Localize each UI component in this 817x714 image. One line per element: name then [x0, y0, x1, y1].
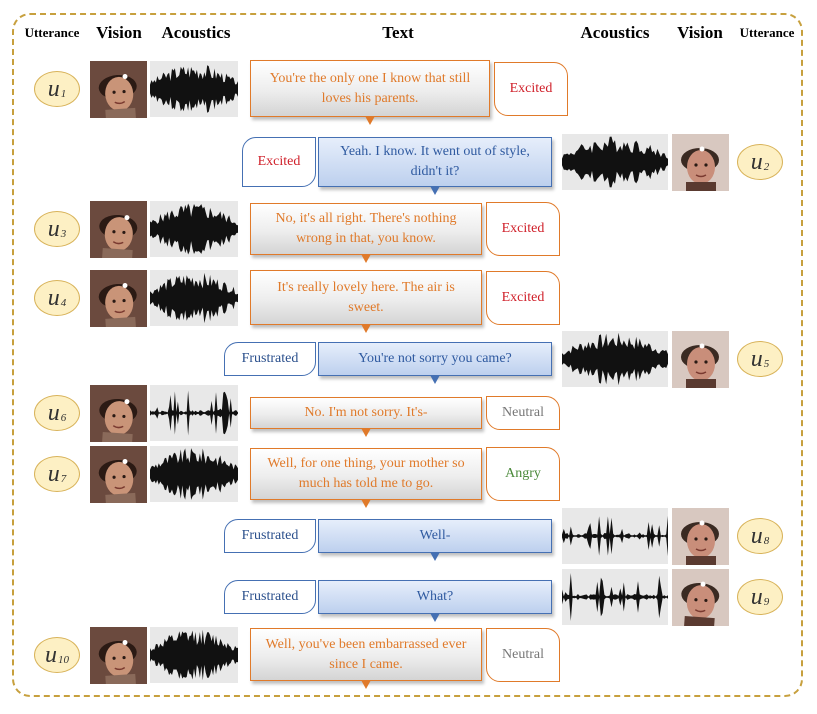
- emotion-label-u1: Excited: [494, 61, 568, 116]
- utterance-text: What?: [416, 589, 454, 604]
- bubble-tail: [361, 254, 371, 263]
- emotion-label-u2: Excited: [242, 137, 316, 187]
- utterance-text: Well, for one thing, your mother so much…: [267, 456, 465, 491]
- utterance-letter: u: [45, 641, 57, 668]
- emotion-label-u6: Neutral: [486, 396, 560, 430]
- emotion-label-u10: Neutral: [486, 627, 560, 682]
- utterance-letter: u: [750, 149, 763, 175]
- acoustic-waveform-u8: [562, 508, 668, 564]
- utterance-letter: u: [750, 346, 763, 372]
- emotion-label-u7: Angry: [486, 447, 560, 501]
- utterance-text: Yeah. I know. It went out of style, didn…: [340, 144, 530, 179]
- bubble-tail: [430, 613, 440, 622]
- header-text: Text: [382, 23, 414, 42]
- utterance-index: 5: [763, 358, 770, 370]
- bubble-tail: [361, 428, 371, 437]
- bubble-tail: [365, 116, 375, 125]
- speaker-face-u1: [90, 60, 147, 118]
- header-utterance-left: Utterance: [24, 25, 80, 40]
- utterance-index: 4: [60, 296, 67, 309]
- utterance-index: 8: [763, 535, 770, 547]
- acoustic-waveform-u4: [150, 269, 238, 326]
- acoustic-waveform-u2: [562, 134, 668, 190]
- utterance-text-bubble-u10: Well, you've been embarrassed ever since…: [250, 628, 482, 689]
- utterance-letter: u: [750, 523, 763, 549]
- utterance-letter: u: [47, 216, 60, 242]
- utterance-text: No, it's all right. There's nothing wron…: [275, 211, 457, 246]
- utterance-text: Well, you've been embarrassed ever since…: [265, 636, 467, 672]
- utterance-text-bubble-u6: No. I'm not sorry. It's-: [250, 397, 482, 437]
- utterance-text: You're the only one I know that still lo…: [269, 70, 471, 106]
- speaker-face-u8: [672, 508, 729, 565]
- header-utterance-right: Utterance: [739, 25, 795, 40]
- utterance-index: 6: [60, 412, 67, 424]
- utterance-text-bubble-u3: No, it's all right. There's nothing wron…: [250, 203, 482, 263]
- speaker-face-u2: [672, 134, 729, 191]
- utterance-text: It's really lovely here. The air is swee…: [277, 279, 455, 315]
- utterance-index: 2: [763, 161, 770, 173]
- utterance-text-bubble-u1: You're the only one I know that still lo…: [250, 60, 490, 125]
- utterance-letter: u: [47, 75, 60, 102]
- utterance-index: 3: [60, 228, 67, 240]
- utterance-index: 1: [60, 87, 67, 100]
- utterance-index: 7: [60, 473, 67, 485]
- speaker-face-u7: [90, 446, 147, 503]
- acoustic-waveform-u9: [562, 569, 668, 625]
- utterance-letter: u: [47, 284, 60, 311]
- emotion-label-u9: Frustrated: [224, 580, 316, 614]
- utterance-index: 9: [763, 596, 770, 608]
- acoustic-waveform-u7: [150, 446, 238, 502]
- utterance-text: No. I'm not sorry. It's-: [304, 405, 428, 420]
- utterance-index: 10: [58, 653, 69, 666]
- utterance-letter: u: [47, 400, 60, 426]
- header-vision-left: Vision: [96, 23, 142, 42]
- dashed-frame: [12, 13, 803, 697]
- bubble-tail: [361, 680, 371, 689]
- bubble-tail: [361, 499, 371, 508]
- acoustic-waveform-u6: [150, 385, 238, 441]
- speaker-face-u10: [90, 626, 147, 684]
- header-acoustics-left: Acoustics: [161, 23, 231, 42]
- bubble-tail: [361, 324, 371, 333]
- bubble-tail: [430, 375, 440, 384]
- acoustic-waveform-u10: [150, 626, 238, 683]
- emotion-label-u8: Frustrated: [224, 519, 316, 553]
- utterance-letter: u: [47, 461, 60, 487]
- speaker-face-u9: [672, 569, 729, 626]
- speaker-face-u5: [672, 331, 729, 388]
- utterance-text-bubble-u7: Well, for one thing, your mother so much…: [250, 448, 482, 508]
- header-acoustics-right: Acoustics: [580, 23, 650, 42]
- utterance-text: You're not sorry you came?: [358, 351, 512, 366]
- emotion-label-u4: Excited: [486, 270, 560, 325]
- utterance-text-bubble-u5: You're not sorry you came?: [318, 342, 552, 384]
- utterance-text-bubble-u2: Yeah. I know. It went out of style, didn…: [318, 137, 552, 195]
- acoustic-waveform-u1: [150, 60, 238, 117]
- utterance-text-bubble-u9: What?: [318, 580, 552, 622]
- acoustic-waveform-u3: [150, 201, 238, 257]
- utterance-letter: u: [750, 584, 763, 610]
- utterance-text-bubble-u4: It's really lovely here. The air is swee…: [250, 270, 482, 333]
- bubble-tail: [430, 552, 440, 561]
- emotion-label-u5: Frustrated: [224, 342, 316, 376]
- utterance-text-bubble-u8: Well-: [318, 519, 552, 561]
- utterance-text: Well-: [419, 528, 451, 543]
- speaker-face-u3: [90, 201, 147, 258]
- header-vision-right: Vision: [677, 23, 723, 42]
- acoustic-waveform-u5: [562, 331, 668, 387]
- bubble-tail: [430, 186, 440, 195]
- emotion-label-u3: Excited: [486, 202, 560, 256]
- speaker-face-u4: [90, 269, 147, 327]
- speaker-face-u6: [90, 385, 147, 442]
